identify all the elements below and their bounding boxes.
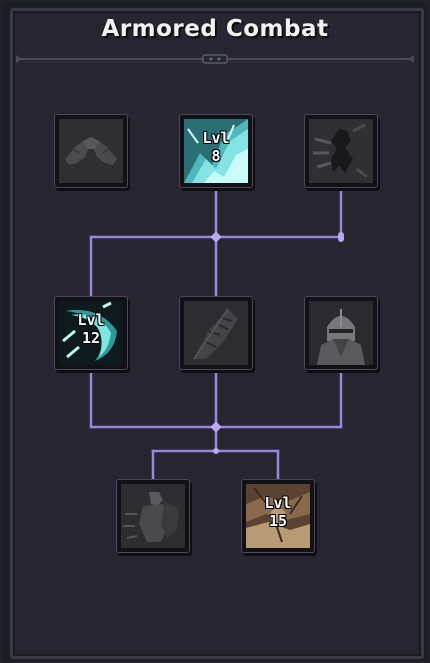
earth-impact-icon <box>246 484 310 548</box>
skill-node-knight-helm[interactable] <box>305 297 377 369</box>
shield-charge-icon <box>121 484 185 548</box>
level-value: 15 <box>268 512 288 530</box>
level-label: Lvl <box>77 311 105 329</box>
skill-node-shadow-dash[interactable] <box>305 115 377 187</box>
shadow-dash-icon <box>309 119 373 183</box>
level-value: 8 <box>211 147 221 165</box>
skill-node-shield-charge[interactable] <box>117 480 189 552</box>
panel-title: Armored Combat <box>101 16 329 42</box>
level-label: Lvl <box>264 494 292 512</box>
frost-slash-icon <box>59 301 123 365</box>
knight-helm-icon <box>309 301 373 365</box>
level-label: Lvl <box>202 129 230 147</box>
skill-node-leaf-armor[interactable] <box>180 297 252 369</box>
skill-node-fist-bump[interactable] <box>55 115 127 187</box>
fist-bump-icon <box>59 119 123 183</box>
leaf-armor-icon <box>184 301 248 365</box>
ice-shard-icon <box>184 119 248 183</box>
level-value: 12 <box>81 329 101 347</box>
